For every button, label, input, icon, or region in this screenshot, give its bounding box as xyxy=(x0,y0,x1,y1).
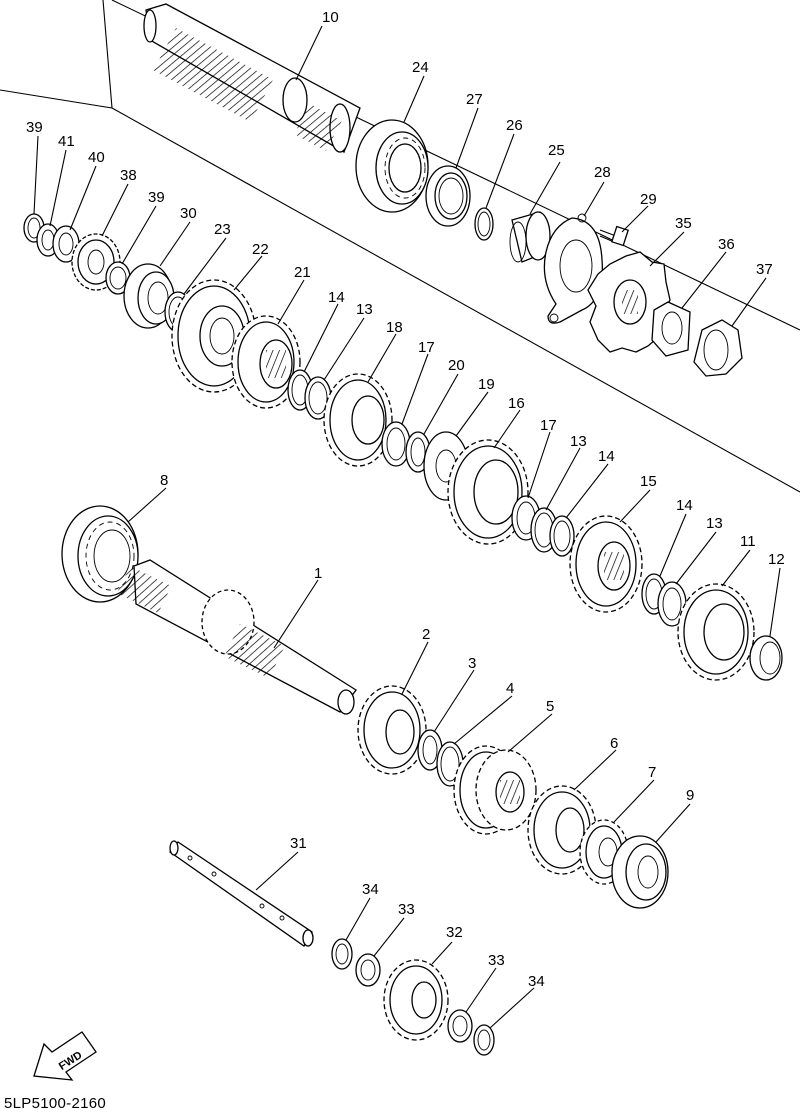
gear-2 xyxy=(357,685,427,775)
callout-38: 38 xyxy=(120,167,137,184)
gear-6 xyxy=(527,785,597,875)
callout-40: 40 xyxy=(88,149,105,166)
callout-13-lower: 13 xyxy=(706,515,723,532)
callouts: 10 24 27 26 25 28 29 35 36 37 39 41 40 3… xyxy=(26,9,785,1029)
callout-6: 6 xyxy=(610,735,618,752)
callout-11: 11 xyxy=(740,533,756,550)
gear-22 xyxy=(171,279,257,393)
nut-37 xyxy=(693,319,743,377)
fwd-arrow-icon: FWD xyxy=(33,1031,97,1081)
callout-22: 22 xyxy=(252,241,269,258)
bearing-24 xyxy=(355,119,429,213)
callout-37: 37 xyxy=(756,261,773,278)
gear-32 xyxy=(383,959,449,1041)
washer-13-lower xyxy=(657,581,687,627)
callout-4: 4 xyxy=(506,680,514,697)
callout-39-lower: 39 xyxy=(148,189,165,206)
callout-24: 24 xyxy=(412,59,429,76)
callout-20: 20 xyxy=(448,357,465,374)
shaft-31 xyxy=(169,840,314,947)
reference-code: 5LP5100-2160 xyxy=(4,1095,106,1112)
collar-17-upper xyxy=(381,421,411,467)
o-ring-26 xyxy=(474,207,494,241)
bearing-8 xyxy=(61,505,139,603)
plate-28 xyxy=(543,213,603,324)
callout-27: 27 xyxy=(466,91,483,108)
drive-sprocket-35 xyxy=(587,251,671,353)
callout-1: 1 xyxy=(314,565,322,582)
drive-axle-boundary xyxy=(0,0,800,493)
callout-26: 26 xyxy=(506,117,523,134)
callout-13-upper: 13 xyxy=(356,301,373,318)
callout-23: 23 xyxy=(214,221,231,238)
callout-14-lower: 14 xyxy=(676,497,693,514)
callout-19: 19 xyxy=(478,376,495,393)
callout-16: 16 xyxy=(508,395,525,412)
callout-33-right: 33 xyxy=(488,952,505,969)
washer-33-right xyxy=(447,1009,473,1043)
callout-10: 10 xyxy=(322,9,339,26)
callout-39-upper: 39 xyxy=(26,119,43,136)
callout-30: 30 xyxy=(180,205,197,222)
oil-seal-27 xyxy=(425,165,471,227)
callout-8: 8 xyxy=(160,472,168,489)
callout-29: 29 xyxy=(640,191,657,208)
bearing-9 xyxy=(611,835,669,909)
callout-32: 32 xyxy=(446,924,463,941)
callout-36: 36 xyxy=(718,236,735,253)
gear-11 xyxy=(677,583,755,681)
circlip-34-left xyxy=(331,938,353,970)
callout-35: 35 xyxy=(675,215,692,232)
callout-14-upper: 14 xyxy=(328,289,345,306)
gear-5 xyxy=(453,745,537,835)
callout-9: 9 xyxy=(686,787,694,804)
drive-axle xyxy=(143,3,361,153)
collar-12 xyxy=(749,635,783,681)
callout-15: 15 xyxy=(640,473,657,490)
callout-34-left: 34 xyxy=(362,881,379,898)
washer-33-left xyxy=(355,953,381,987)
callout-34-right: 34 xyxy=(528,973,545,990)
lock-washer-36 xyxy=(651,301,691,357)
callout-28: 28 xyxy=(594,164,611,181)
circlip-14-middle xyxy=(549,515,575,557)
callout-25: 25 xyxy=(548,142,565,159)
callout-3: 3 xyxy=(468,655,476,672)
gear-18 xyxy=(323,373,393,467)
callout-31: 31 xyxy=(290,835,307,852)
circlip-34-right xyxy=(473,1024,495,1056)
callout-21: 21 xyxy=(294,264,311,281)
gear-21 xyxy=(231,315,301,409)
callout-5: 5 xyxy=(546,698,554,715)
callout-17-upper: 17 xyxy=(418,339,435,356)
gear-15 xyxy=(569,515,643,613)
callout-18: 18 xyxy=(386,319,403,336)
main-axle xyxy=(116,559,357,715)
callout-17-lower: 17 xyxy=(540,417,557,434)
callout-12: 12 xyxy=(768,551,785,568)
gear-16 xyxy=(447,439,529,545)
callout-2: 2 xyxy=(422,626,430,643)
callout-33-left: 33 xyxy=(398,901,415,918)
callout-13-middle: 13 xyxy=(570,433,587,450)
callout-41: 41 xyxy=(58,133,75,150)
bolt-29 xyxy=(599,225,629,247)
callout-7: 7 xyxy=(648,764,656,781)
callout-14-middle: 14 xyxy=(598,448,615,465)
collar-25 xyxy=(509,211,553,263)
